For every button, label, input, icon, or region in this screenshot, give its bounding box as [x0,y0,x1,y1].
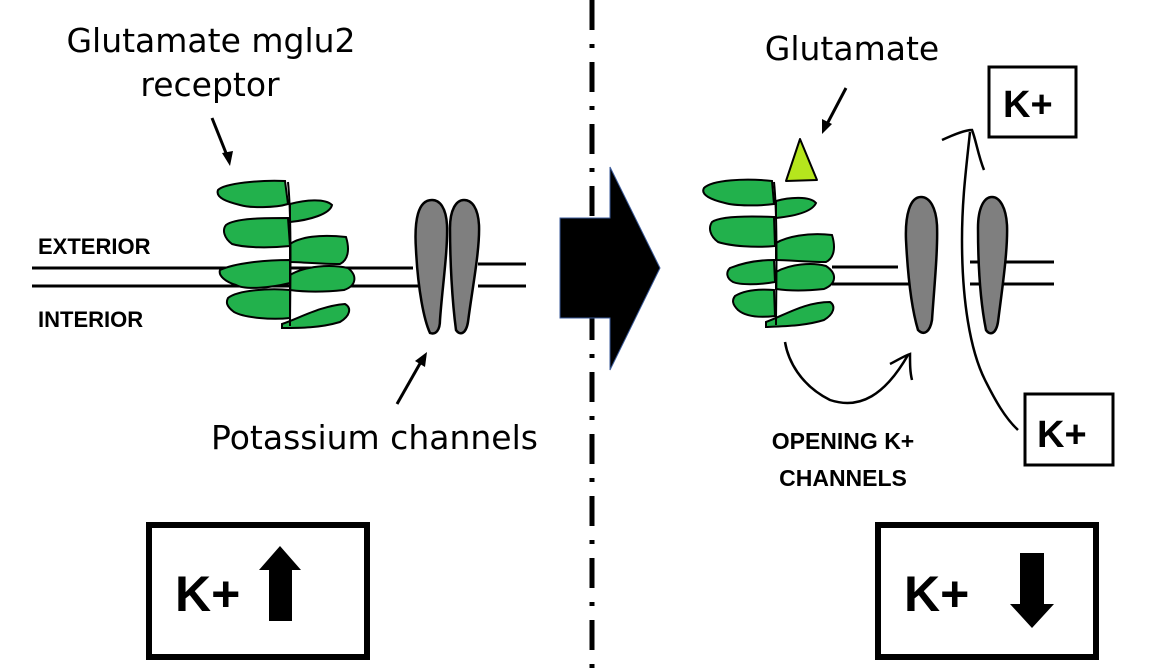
receptor-label-line1: Glutamate mglu2 [66,21,355,60]
receptor-label-line2: receptor [140,65,280,104]
mglu2-receptor-right [702,178,835,329]
membrane-right [832,260,1054,286]
arrow-right-icon [559,166,661,371]
glutamate-label: Glutamate [765,29,939,68]
k-box-intracellular-label: K+ [1037,414,1087,456]
k-efflux-arrow [941,128,1019,431]
potassium-channel-open [904,195,1009,335]
opening-channels-label-line2: CHANNELS [779,465,907,491]
arrow-down-icon [1010,553,1054,628]
activation-curved-arrow [783,341,914,405]
k-level-down-label: K+ [904,566,969,622]
potassium-channels-label: Potassium channels [211,418,538,457]
potassium-channel-closed [414,198,481,335]
k-box-extracellular-label: K+ [1003,84,1053,126]
right-panel: Glutamate [702,29,1115,660]
left-panel: Glutamate mglu2 receptor EXTERIOR INTERI… [32,21,538,660]
k-level-up-box: K+ [146,522,370,660]
exterior-label: EXTERIOR [38,234,151,259]
mglu2-receptor-left [216,179,356,330]
glutamate-ligand [785,138,818,182]
k-box-intracellular: K+ [1023,392,1115,467]
receptor-pointer-arrow [210,117,233,166]
k-level-down-box: K+ [875,522,1099,660]
opening-channels-label-line1: OPENING K+ [772,428,915,454]
interior-label: INTERIOR [38,307,143,332]
k-level-up-label: K+ [175,566,240,622]
k-box-extracellular: K+ [987,65,1078,139]
channels-pointer-arrow [395,352,427,405]
glutamate-pointer-arrow [822,87,848,134]
arrow-up-icon [259,546,301,621]
